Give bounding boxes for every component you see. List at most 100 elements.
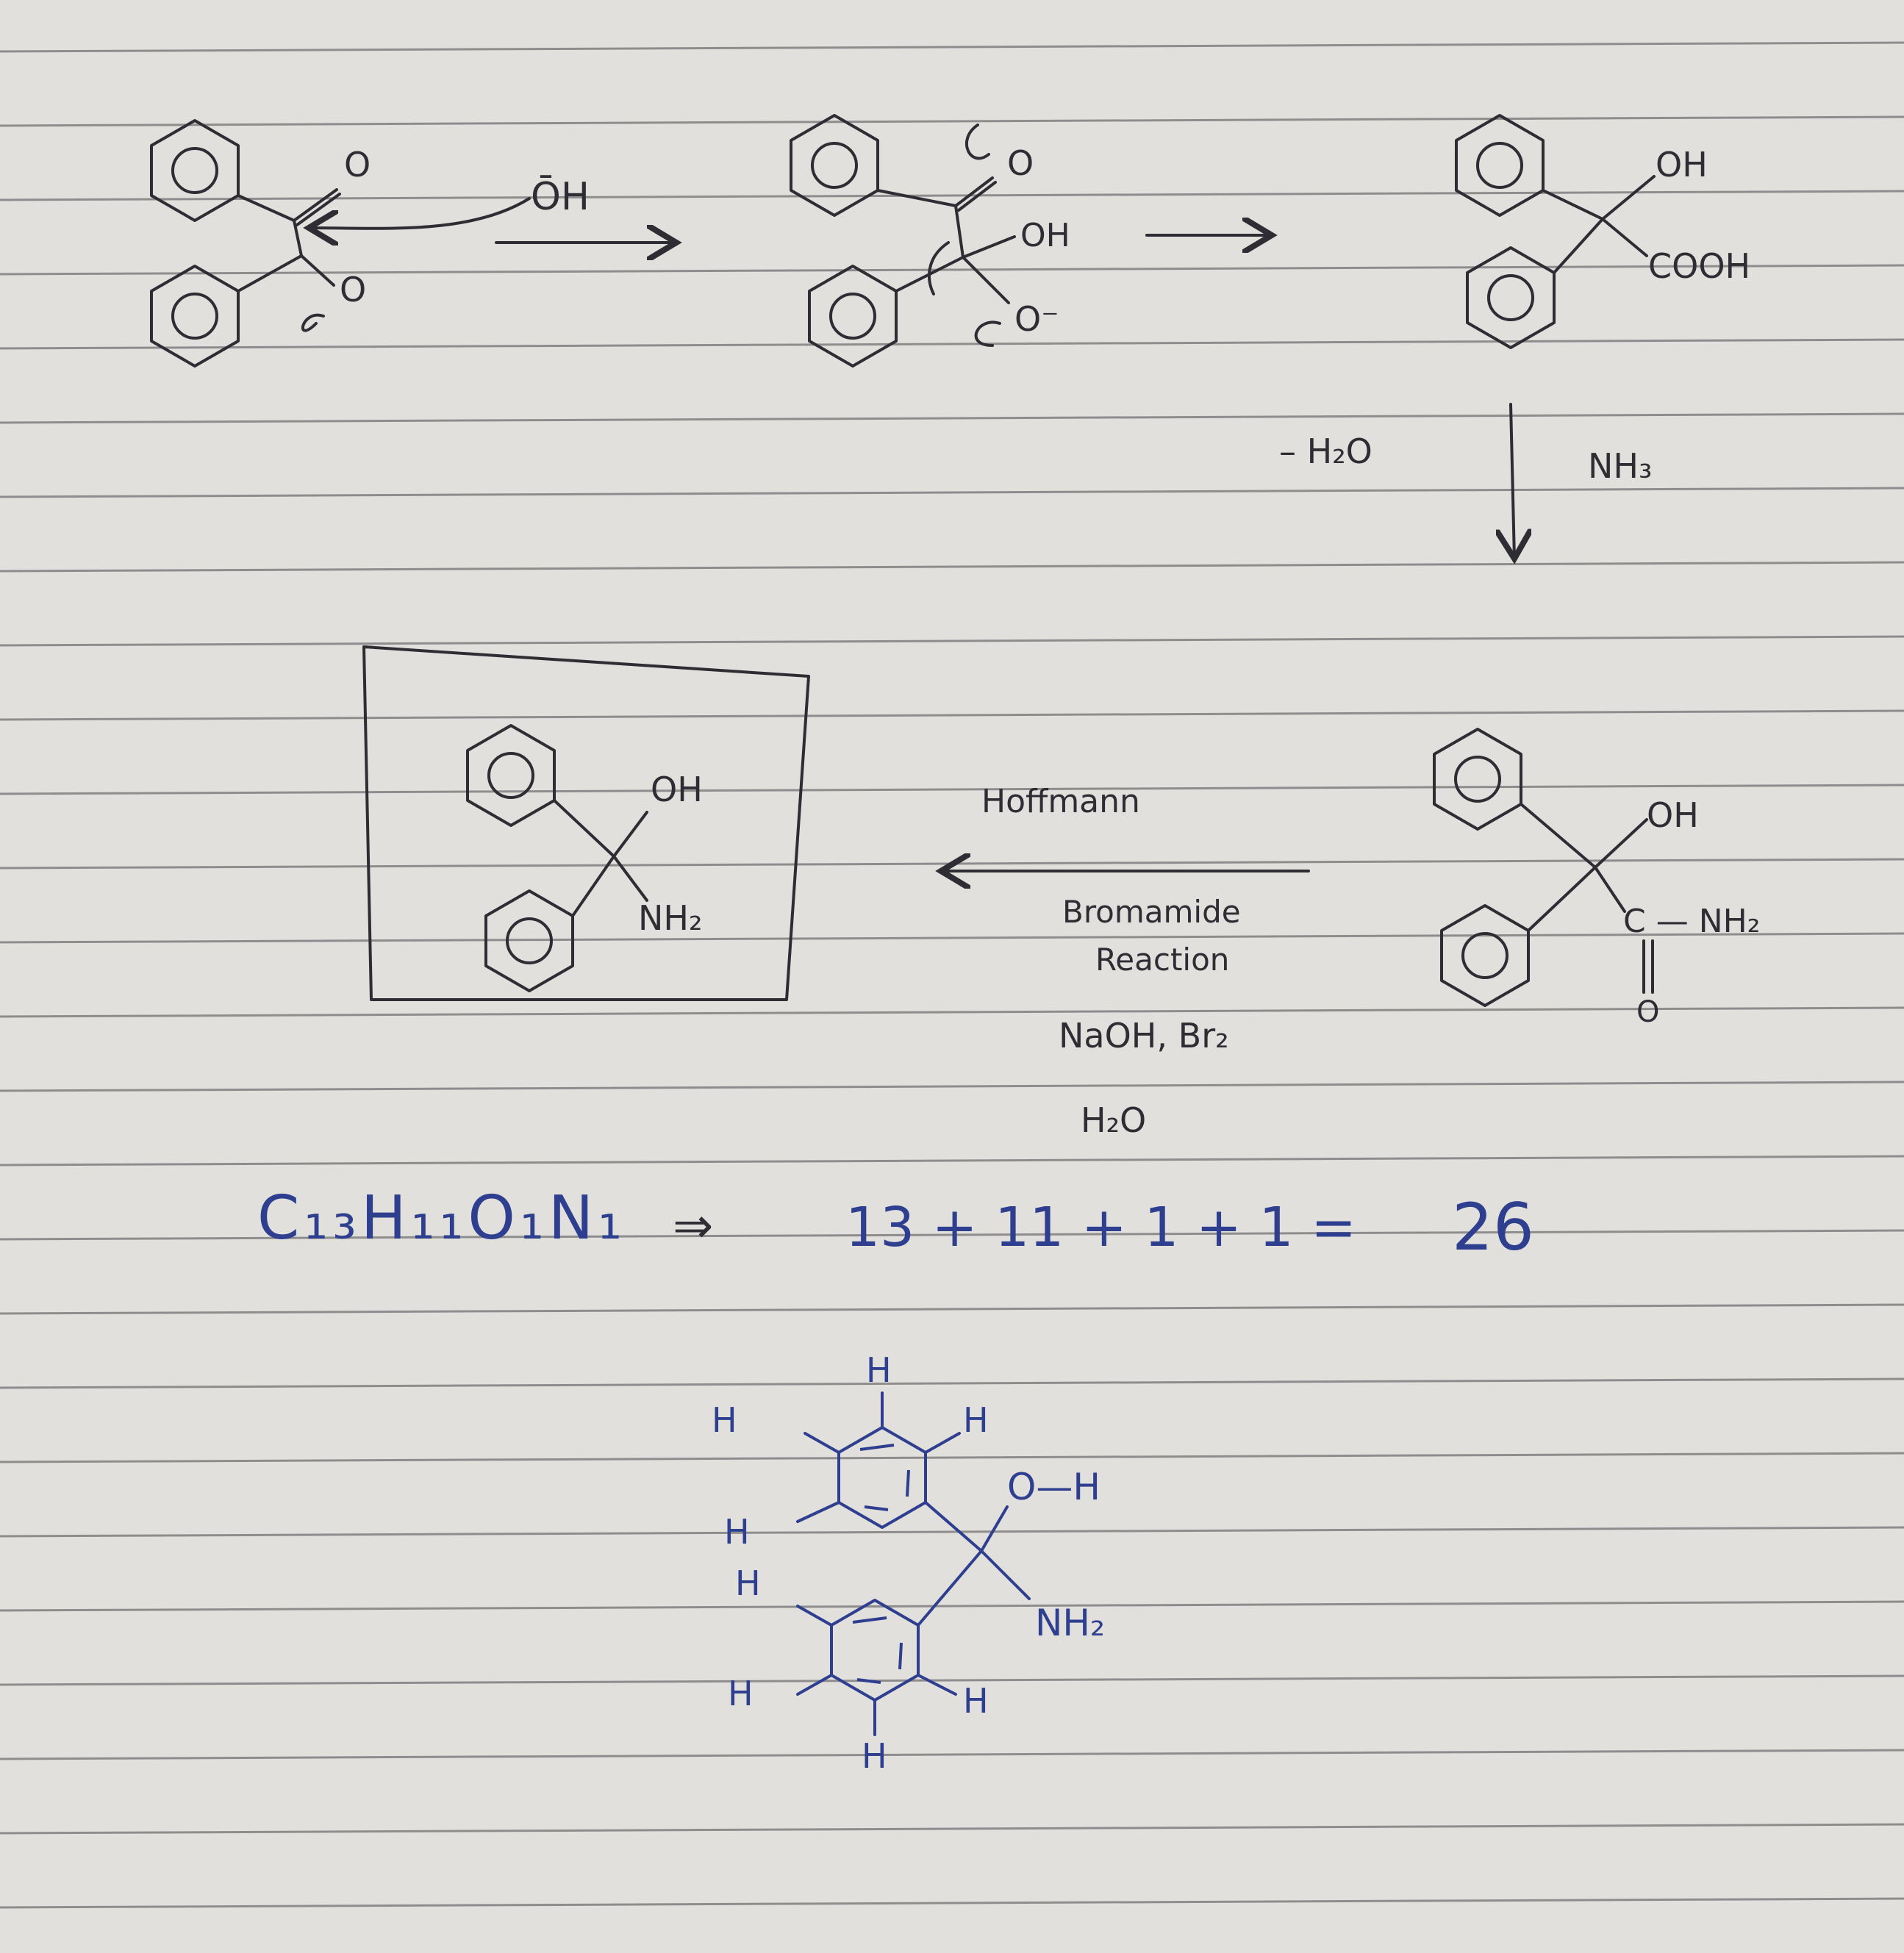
carbonyl-bond-top — [293, 188, 341, 226]
carbonyl-o: O — [1007, 143, 1034, 183]
bond-nh2 — [980, 1549, 1031, 1600]
atom-total: 26 — [1452, 1189, 1534, 1265]
hydrogen-label: H — [963, 1400, 989, 1440]
hydrogen-label: H — [735, 1563, 761, 1603]
hydrogen-label: H — [728, 1674, 754, 1713]
hydrogen-label: H — [724, 1512, 750, 1552]
ring-top — [837, 1426, 927, 1529]
product-hydroxy-acid: OH COOH — [1455, 114, 1750, 349]
hydrogen-label: H — [963, 1681, 989, 1721]
ring-bottom — [150, 265, 240, 368]
bond-cooh — [1601, 218, 1648, 257]
ring-top — [790, 114, 879, 217]
curly-arrow-middle — [928, 241, 950, 295]
ruled-line — [0, 338, 1904, 350]
ruled-line — [0, 115, 1904, 127]
alkoxide-label: O⁻ — [1014, 299, 1059, 339]
hydroxyl-label: O—H — [1007, 1466, 1100, 1508]
ring-top — [1433, 728, 1522, 831]
bond-nh2 — [612, 855, 648, 902]
ruled-line — [0, 412, 1904, 424]
ruled-line — [0, 561, 1904, 573]
bond-oh — [1601, 175, 1656, 221]
ruled-line — [0, 264, 1904, 276]
ring-bottom — [1440, 904, 1530, 1007]
bond-oh — [962, 235, 1016, 259]
ruled-line — [0, 1377, 1904, 1389]
hydroxyl-label: OH — [1647, 795, 1699, 835]
curly-arrow-top — [964, 123, 990, 160]
ruled-line — [0, 1229, 1904, 1241]
bond-oh — [980, 1505, 1009, 1552]
ruled-line — [0, 1823, 1904, 1835]
reagents-label: NaOH, Br₂ — [1059, 1016, 1229, 1056]
ruled-line — [0, 1600, 1904, 1612]
hydroxy-amide: OH C — NH₂ O — [1433, 728, 1760, 1029]
ruled-line — [0, 487, 1904, 498]
reaction-type-line1: Bromamide — [1062, 894, 1241, 930]
hydroxide-label: ŌH — [531, 175, 590, 219]
ruled-line — [0, 1674, 1904, 1686]
bond-oh — [1594, 818, 1648, 869]
ruled-line — [0, 1452, 1904, 1463]
expanded-structure: O—H NH₂ H H H H H H H H — [712, 1350, 1105, 1776]
solvent-label: H₂O — [1081, 1100, 1146, 1140]
minus-water-label: – H₂O — [1279, 431, 1372, 471]
curly-arrow-bottom — [301, 313, 325, 332]
ruled-line — [0, 709, 1904, 721]
ring-bottom — [830, 1599, 920, 1702]
ruled-line — [0, 635, 1904, 647]
ruled-line — [0, 1303, 1904, 1315]
ruled-line — [0, 41, 1904, 53]
reactant-phenanthrenequinone: O O — [150, 119, 371, 368]
ruled-line — [0, 1006, 1904, 1018]
carbonyl-o: O — [1636, 995, 1659, 1029]
intermediate-alkoxide: O OH O⁻ — [790, 114, 1070, 368]
ruled-line — [0, 858, 1904, 870]
ammonia-label: NH₃ — [1588, 446, 1652, 486]
ring-bottom — [808, 265, 898, 368]
carbonyl-o-bottom: O — [340, 270, 366, 309]
hydroxyl-label: OH — [651, 770, 703, 809]
amine-label: NH₂ — [638, 898, 702, 938]
ruled-line — [0, 1897, 1904, 1909]
carboxyl-label: COOH — [1648, 246, 1750, 286]
ruled-line — [0, 932, 1904, 944]
ruled-line — [0, 1526, 1904, 1538]
atom-sum: 13 + 11 + 1 + 1 = — [845, 1196, 1356, 1259]
carbonyl-o-top: O — [344, 145, 371, 184]
reaction-type-line2: Reaction — [1095, 942, 1229, 978]
ring-top — [150, 119, 240, 222]
answer-box — [362, 645, 810, 1001]
hydroxyl-label: OH — [1020, 217, 1070, 254]
ring-top — [1455, 114, 1545, 217]
ring-top — [466, 724, 556, 827]
amide-label: C — NH₂ — [1623, 903, 1760, 940]
bond-alkoxide — [962, 256, 1010, 304]
hydrogen-label: H — [862, 1736, 887, 1776]
ruled-line — [0, 1155, 1904, 1167]
carbonyl-bond — [954, 176, 997, 212]
carbonyl-bond-bottom — [300, 254, 335, 287]
implies-arrow: ⇒ — [673, 1197, 713, 1254]
carbonyl-double-bond — [1642, 939, 1654, 994]
hydrogen-label: H — [866, 1350, 892, 1390]
ruled-line — [0, 1749, 1904, 1760]
ring-bottom — [1466, 246, 1556, 349]
reaction-name: Hoffmann — [981, 783, 1140, 820]
arrow-down — [1511, 403, 1514, 559]
amine-label: NH₂ — [1035, 1602, 1105, 1644]
curly-arrow-attack — [309, 197, 531, 229]
ruled-line — [0, 784, 1904, 795]
ruled-lines — [0, 41, 1904, 1909]
hydrogen-label: H — [712, 1400, 737, 1440]
molecular-formula: C₁₃H₁₁O₁N₁ — [257, 1183, 626, 1253]
ruled-line — [0, 1081, 1904, 1092]
hydroxyl-label: OH — [1656, 145, 1708, 184]
ruled-line — [0, 190, 1904, 201]
bond-amide — [1594, 866, 1626, 913]
curly-arrow-bottom — [974, 320, 1001, 347]
bond-oh — [612, 811, 648, 858]
product-amino-alcohol: OH NH₂ — [466, 724, 703, 992]
